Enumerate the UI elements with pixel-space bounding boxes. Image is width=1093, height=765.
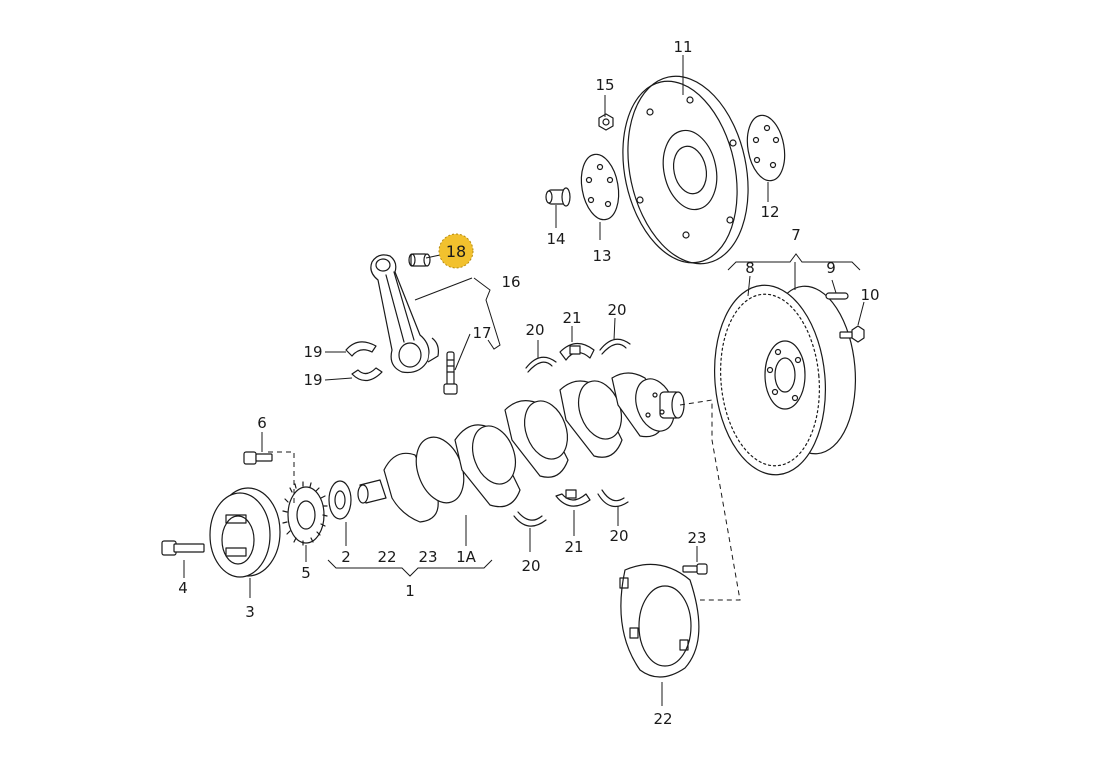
shim-plate-12[interactable] — [743, 112, 790, 183]
crankshaft-1A[interactable] — [357, 372, 685, 523]
callout-15: 15 — [595, 76, 614, 94]
callout-4: 4 — [178, 579, 188, 597]
shim-plate-13[interactable] — [577, 151, 624, 222]
rod-bolt-17[interactable] — [443, 351, 458, 395]
callout-19-lower: 19 — [303, 371, 322, 389]
sprocket-5[interactable] — [282, 481, 328, 546]
washer-2[interactable] — [328, 480, 352, 520]
callout-20-lower-right: 20 — [609, 527, 628, 545]
flywheel-bolt-10[interactable] — [839, 325, 865, 343]
callout-14: 14 — [546, 230, 565, 248]
callout-19-upper: 19 — [303, 343, 322, 361]
callout-11: 11 — [673, 38, 692, 56]
callout-9: 9 — [826, 259, 836, 277]
callout-21-upper: 21 — [562, 309, 581, 327]
callout-17: 17 — [472, 324, 491, 342]
callout-13: 13 — [592, 247, 611, 265]
callout-labels: 11 15 12 13 14 16 17 19 19 20 21 20 7 8 … — [178, 38, 879, 728]
callout-1A: 1A — [456, 548, 477, 566]
callout-8: 8 — [745, 259, 755, 277]
cover-plate-22[interactable] — [619, 563, 700, 678]
rod-bearing-shell-19-lower[interactable] — [351, 367, 383, 382]
callout-21-lower: 21 — [564, 538, 583, 556]
callout-5: 5 — [301, 564, 311, 582]
callout-12: 12 — [760, 203, 779, 221]
callout-23-crank: 23 — [418, 548, 437, 566]
callout-2: 2 — [341, 548, 351, 566]
rod-bearing-shell-19-upper[interactable] — [345, 341, 377, 357]
main-bearing-shell-21-lower[interactable] — [555, 489, 591, 507]
callout-23-cover: 23 — [687, 529, 706, 547]
callout-7: 7 — [791, 226, 801, 244]
screw-6[interactable] — [243, 451, 273, 465]
connecting-rod-16[interactable] — [370, 254, 439, 374]
callout-20-upper-right: 20 — [607, 301, 626, 319]
pulley-3[interactable] — [209, 487, 281, 578]
callout-20-upper-left: 20 — [525, 321, 544, 339]
callout-10: 10 — [860, 286, 879, 304]
dowel-pin-9[interactable] — [825, 292, 849, 300]
flywheel-7[interactable] — [707, 281, 862, 480]
callout-1: 1 — [405, 582, 415, 600]
bolt-15[interactable] — [598, 113, 614, 131]
callout-22-cover: 22 — [653, 710, 672, 728]
thrust-washer-20-lower-left[interactable] — [513, 511, 547, 527]
leader-lines — [183, 55, 865, 706]
callout-6: 6 — [257, 414, 267, 432]
main-bearing-shell-21-upper[interactable] — [559, 342, 595, 361]
callout-18-label: 18 — [446, 242, 466, 261]
thrust-washer-20-upper-left[interactable] — [525, 356, 557, 373]
callout-18-highlight[interactable]: 18 — [438, 233, 474, 269]
bolt-4[interactable] — [161, 540, 205, 556]
thrust-washer-20-lower-right[interactable] — [597, 489, 629, 508]
thrust-washer-20-upper-right[interactable] — [599, 338, 631, 355]
callout-22-crank: 22 — [377, 548, 396, 566]
callout-16: 16 — [501, 273, 520, 291]
drive-plate-flywheel[interactable] — [607, 65, 764, 275]
bolt-23[interactable] — [682, 563, 708, 575]
callout-3: 3 — [245, 603, 255, 621]
bushing-14[interactable] — [545, 187, 571, 207]
small-end-bushing-18[interactable] — [408, 253, 431, 267]
callout-20-lower-left: 20 — [521, 557, 540, 575]
